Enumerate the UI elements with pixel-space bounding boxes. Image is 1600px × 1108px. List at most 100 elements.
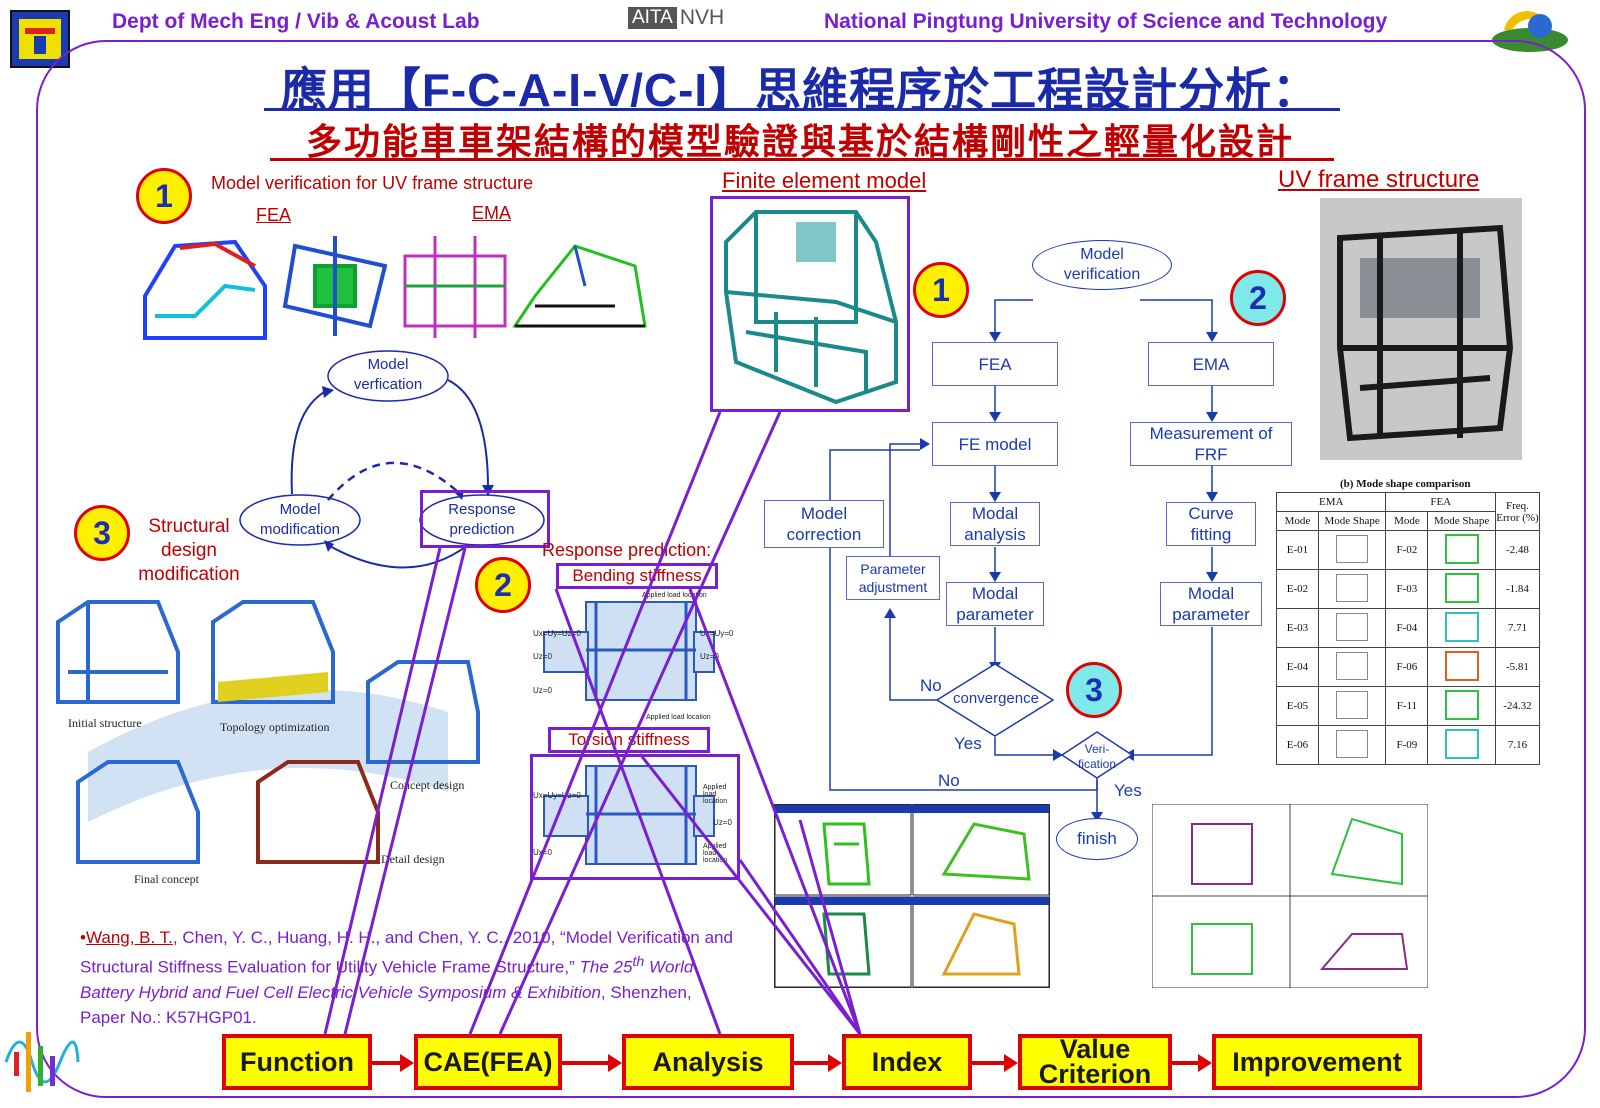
caption-final: Final concept — [134, 872, 199, 886]
aita-nvh-logo: AITA NVH — [628, 5, 724, 31]
caption-initial: Initial structure — [68, 716, 142, 730]
uv-frame-photo — [1320, 198, 1522, 460]
process-improvement: Improvement — [1212, 1034, 1422, 1090]
reference-text-1: , Chen, Y. C., Huang, H. H., and Chen, Y… — [80, 928, 733, 977]
flow-model-verification: Model verification — [1032, 240, 1172, 290]
flow-curve-fitting: Curve fitting — [1166, 502, 1256, 546]
fea-mode: F-03 — [1385, 569, 1429, 609]
flow-finish-text: finish — [1077, 829, 1117, 848]
bending-constraint-1: Ux=Uy=Uz=0 — [533, 629, 581, 638]
flow-modal-analysis: Modal analysis — [950, 502, 1040, 546]
flow-fe-model: FE model — [932, 422, 1058, 466]
freq-error: -24.32 — [1494, 686, 1541, 726]
flow-modal-parameter-fea: Modal parameter — [946, 582, 1044, 626]
flow-badge-1: 1 — [913, 262, 969, 318]
torsion-constraint-1: Ux=Uy=Uz=0 — [533, 791, 581, 800]
table-freq-error-header: Freq. Error (%) — [1494, 492, 1541, 531]
fea-mode: F-11 — [1385, 686, 1429, 726]
process-function: Function — [222, 1034, 372, 1090]
torsion-constraint-2: Uz=0 — [713, 818, 732, 827]
torsion-load-bottom: Applied load location — [703, 843, 728, 864]
bending-stiffness-label: Bending stiffness — [556, 563, 718, 589]
flow-parameter-adjustment: Parameter adjustment — [846, 556, 940, 600]
flow-frf: Measurement of FRF — [1130, 422, 1292, 466]
bending-load-label-bottom: Applied load location — [646, 714, 711, 721]
ema-mode: E-02 — [1276, 569, 1319, 609]
uv-frame-title: UV frame structure — [1278, 166, 1480, 193]
flow-finish: finish — [1056, 818, 1138, 860]
flow-model-correction: Model correction — [764, 500, 884, 548]
cycle-model-verification: Model verfication — [353, 356, 423, 393]
freq-error: -2.48 — [1494, 530, 1541, 570]
flow-modal-parameter-ema: Modal parameter — [1160, 582, 1262, 626]
freq-error: -1.84 — [1494, 569, 1541, 609]
section3-label: Structural design modification — [138, 516, 240, 585]
process-arrows — [372, 1054, 1212, 1072]
waveform-logo — [4, 1032, 80, 1092]
flow-no-label-1: No — [920, 676, 942, 695]
freq-error: -5.81 — [1494, 647, 1541, 687]
ema-shape-thumb — [1317, 725, 1387, 765]
ema-mode-screenshots — [1152, 804, 1428, 988]
fea-shape-thumb — [1427, 686, 1496, 726]
mode-shape-table: EMA FEA Freq. Error (%) Mode Mode Shape … — [1275, 492, 1541, 765]
content-frame — [36, 40, 1586, 1098]
section3-badge: 3 — [74, 505, 130, 561]
response-prediction-title: Response prediction: — [542, 540, 712, 560]
table-col-mode-fea: Mode — [1385, 511, 1429, 531]
freq-error: 7.16 — [1494, 725, 1541, 765]
fea-mode: F-02 — [1385, 530, 1429, 570]
torsion-stiffness-label: Torsion stiffness — [548, 727, 710, 753]
flow-ema: EMA — [1148, 342, 1274, 386]
title-underline — [264, 108, 1340, 111]
table-row: E-02 F-03 -1.84 — [1276, 569, 1541, 609]
bending-load-label-top: Applied load location — [642, 592, 707, 599]
flow-verification: Veri-fication — [1077, 742, 1117, 771]
flow-badge-2: 2 — [1230, 270, 1286, 326]
design-evolution-image — [56, 600, 480, 864]
reference-ital-1: The 25 — [579, 957, 633, 977]
table-row: E-05 F-11 -24.32 — [1276, 686, 1541, 726]
flow-badge-3: 3 — [1066, 662, 1122, 718]
reference-author: Wang, B. T. — [85, 928, 173, 947]
fea-shape-thumb — [1427, 608, 1496, 648]
reference-sup: th — [632, 954, 645, 970]
table-row: E-06 F-09 7.16 — [1276, 725, 1541, 765]
table-row: E-04 F-06 -5.81 — [1276, 647, 1541, 687]
response-prediction-highlight — [420, 490, 550, 548]
fea-shape-thumb — [1427, 647, 1496, 687]
ema-label: EMA — [472, 203, 512, 223]
process-analysis: Analysis — [622, 1034, 794, 1090]
flow-fea: FEA — [932, 342, 1058, 386]
fea-mode: F-06 — [1385, 647, 1429, 687]
fe-model-image — [724, 210, 898, 405]
caption-topology: Topology optimization — [220, 720, 330, 734]
ema-mode: E-06 — [1276, 725, 1319, 765]
fea-label: FEA — [256, 205, 292, 225]
bending-constraint-4: Uz=Uy=0 — [700, 629, 734, 638]
flow-convergence: convergence — [953, 690, 1039, 707]
freq-error: 7.71 — [1494, 608, 1541, 648]
section1-badge: 1 — [136, 168, 192, 224]
fea-mode: F-04 — [1385, 608, 1429, 648]
bending-constraint-2: Uz=0 — [533, 652, 552, 661]
reference-ital-2: World Battery Hybrid and Fuel Cell Elect… — [80, 957, 694, 1002]
cycle-model-modification: Model modification — [259, 501, 341, 538]
table-col-mode-ema: Mode — [1276, 511, 1319, 531]
cycle-response-prediction: Response prediction — [448, 501, 516, 538]
table-row: E-03 F-04 7.71 — [1276, 608, 1541, 648]
torsion-highlight — [530, 754, 740, 880]
process-value-criterion: Value Criterion — [1018, 1034, 1172, 1090]
flow-yes-label-1: Yes — [954, 734, 982, 753]
ema-shape-thumb — [1317, 569, 1387, 609]
fe-model-title: Finite element model — [722, 168, 927, 193]
ema-shape-thumb — [1317, 608, 1387, 648]
subtitle-underline — [270, 158, 1334, 161]
mode-shape-images — [143, 236, 647, 340]
section1-label: Model verification for UV frame structur… — [211, 173, 534, 193]
reference-bullet: • — [80, 928, 86, 947]
bending-constraint-3: Uz=0 — [700, 652, 719, 661]
flow-no-label-2: No — [938, 771, 960, 790]
fea-shape-thumb — [1427, 725, 1496, 765]
